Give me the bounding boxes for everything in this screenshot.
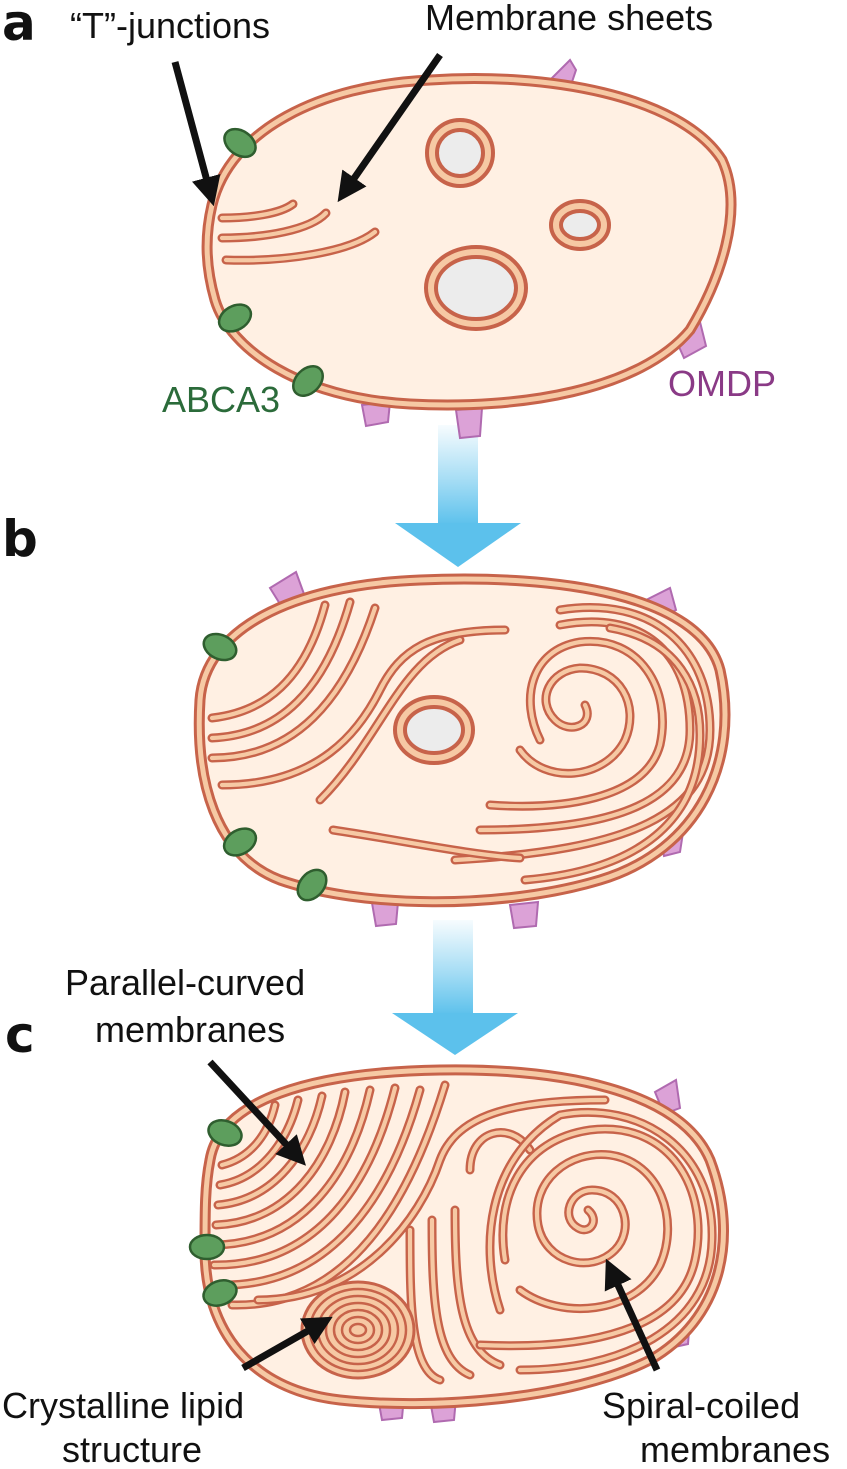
abca3-proteins-b — [202, 632, 328, 902]
cell-membrane-highlight — [196, 576, 728, 905]
omdp-protein — [508, 900, 540, 930]
abca3-protein — [202, 1279, 238, 1307]
label-membrane-sheets: Membrane sheets — [425, 0, 713, 38]
label-crystalline-2: structure — [62, 1429, 202, 1469]
transition-arrow-a-b — [395, 425, 521, 567]
panel-label-a: a — [2, 0, 36, 52]
label-spiral-1: Spiral-coiled — [602, 1385, 800, 1426]
panel-b: b — [2, 510, 731, 930]
abca3-protein — [188, 1233, 226, 1261]
pointer-parallel-curved — [207, 1059, 306, 1166]
label-parallel-curved-2: membranes — [95, 1009, 285, 1050]
abca3-protein — [202, 632, 238, 662]
panel-c: c — [2, 962, 830, 1469]
label-spiral-2: membranes — [640, 1429, 830, 1469]
abca3-protein — [207, 1119, 243, 1147]
label-omdp: OMDP — [668, 363, 776, 404]
membrane-sheets-a — [217, 199, 380, 265]
vesicle-highlight — [397, 699, 471, 761]
abca3-protein — [296, 868, 328, 902]
panel-label-c: c — [5, 1006, 35, 1064]
vesicle-highlight — [553, 203, 607, 247]
pointer-membrane-sheets — [337, 53, 443, 203]
crystalline-lipid-structure — [300, 1280, 416, 1380]
label-crystalline-1: Crystalline lipid — [2, 1385, 244, 1426]
abca3-protein — [292, 365, 324, 397]
pointer-t-junctions — [171, 61, 221, 207]
panel-a: a — [2, 0, 776, 440]
abca3-protein — [223, 127, 257, 159]
vesicles-a — [424, 118, 611, 331]
abca3-proteins-c — [188, 1119, 243, 1307]
pointer-crystalline — [241, 1316, 333, 1372]
label-parallel-curved-1: Parallel-curved — [65, 962, 305, 1003]
label-abca3: ABCA3 — [162, 379, 280, 420]
label-t-junctions: “T”-junctions — [70, 5, 270, 46]
vesicles-b — [393, 695, 475, 765]
transition-arrow-b-c — [392, 920, 518, 1055]
membrane-sheets-b — [207, 597, 715, 885]
vesicle-highlight — [428, 249, 524, 327]
abca3-protein — [222, 827, 258, 857]
vesicle-highlight — [429, 122, 491, 184]
cell-membrane-highlight — [202, 1067, 726, 1407]
omdp-protein — [454, 406, 484, 440]
abca3-protein — [217, 303, 253, 333]
pointer-spiral — [604, 1258, 661, 1372]
abca3-proteins-a — [217, 127, 324, 397]
membrane-sheets-c — [209, 1080, 717, 1385]
panel-label-b: b — [2, 510, 38, 568]
